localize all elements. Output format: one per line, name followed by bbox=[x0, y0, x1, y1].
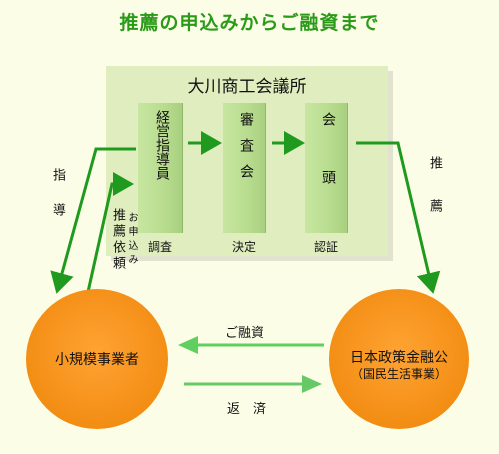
step-box-advisor bbox=[138, 103, 183, 233]
step-caption-decision: 決定 bbox=[232, 240, 257, 254]
chamber-name: 大川商工会議所 bbox=[187, 77, 307, 97]
step-review-label: 審査会 bbox=[238, 112, 254, 190]
arrow-repay-head bbox=[302, 375, 322, 393]
small-business-circle bbox=[26, 289, 168, 429]
step-president-label: 会頭 bbox=[320, 112, 336, 228]
label-repay: 返 済 bbox=[227, 402, 267, 417]
step-caption-certify: 認証 bbox=[314, 240, 339, 254]
small-business-label: 小規模事業者 bbox=[55, 352, 139, 368]
label-request: 推薦依頼 bbox=[110, 208, 125, 272]
arrow-recommend bbox=[356, 141, 441, 294]
finance-corp-sublabel: （国民生活事業） bbox=[350, 367, 447, 381]
finance-corp-circle bbox=[329, 289, 469, 429]
finance-corp-label: 日本政策金融公 bbox=[350, 350, 448, 366]
step-box-review bbox=[223, 103, 266, 233]
arrow-guidance bbox=[50, 147, 136, 294]
step-caption-survey: 調査 bbox=[148, 240, 173, 254]
arrow-loan-head bbox=[178, 336, 198, 354]
step-box-president bbox=[305, 103, 348, 233]
label-recommend: 推薦 bbox=[427, 156, 442, 242]
diagram-title: 推薦の申込みからご融資まで bbox=[119, 12, 380, 34]
step-advisor-label: 経営指導員 bbox=[154, 110, 170, 180]
label-loan: ご融資 bbox=[225, 326, 265, 341]
label-guidance: 指導 bbox=[50, 168, 65, 238]
arrow-request bbox=[86, 172, 134, 293]
label-request-small: お申込み bbox=[126, 212, 137, 268]
